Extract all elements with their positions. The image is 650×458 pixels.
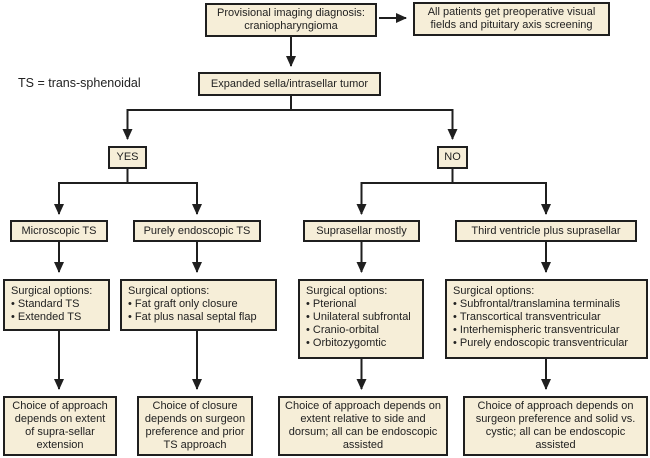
options-title: Surgical options: <box>453 285 535 297</box>
options-list: Standard TS Extended TS <box>11 298 102 324</box>
options-title: Surgical options: <box>11 285 93 297</box>
node-options-third-ventricle: Surgical options: Subfrontal/translamina… <box>445 279 648 359</box>
node-no: NO <box>437 146 468 169</box>
node-outcome-suprasellar-mostly: Choice of approach depends on extent rel… <box>278 396 448 456</box>
node-category-third-ventricle: Third ventricle plus suprasellar <box>455 220 637 242</box>
option-item: Orbitozygomtic <box>306 337 416 350</box>
option-item: Standard TS <box>11 298 102 311</box>
option-item: Fat graft only closure <box>128 298 269 311</box>
option-item: Pterional <box>306 298 416 311</box>
node-category-purely-endoscopic-ts: Purely endoscopic TS <box>133 220 261 242</box>
options-list: Pterional Unilateral subfrontal Cranio-o… <box>306 298 416 350</box>
connector-arrow-lines <box>54 13 551 390</box>
node-outcome-purely-endoscopic-ts: Choice of closure depends on surgeon pre… <box>137 396 253 456</box>
node-category-suprasellar-mostly: Suprasellar mostly <box>303 220 420 242</box>
node-outcome-microscopic-ts: Choice of approach depends on extent of … <box>3 396 117 456</box>
node-category-microscopic-ts: Microscopic TS <box>10 220 108 242</box>
options-title: Surgical options: <box>306 285 388 297</box>
option-item: Transcortical transventricular <box>453 311 640 324</box>
option-item: Cranio-orbital <box>306 324 416 337</box>
options-list: Subfrontal/translamina terminalis Transc… <box>453 298 640 350</box>
node-preoperative-screening: All patients get preoperative visual fie… <box>413 2 610 36</box>
connector-plain-lines <box>58 96 547 184</box>
node-expanded-sella: Expanded sella/intrasellar tumor <box>198 72 381 96</box>
node-options-suprasellar-mostly: Surgical options: Pterional Unilateral s… <box>298 279 424 359</box>
option-item: Subfrontal/translamina terminalis <box>453 298 640 311</box>
node-options-microscopic-ts: Surgical options: Standard TS Extended T… <box>3 279 110 331</box>
option-item: Extended TS <box>11 311 102 324</box>
node-yes: YES <box>108 146 147 169</box>
node-provisional-diagnosis: Provisional imaging diagnosis: craniopha… <box>205 3 377 37</box>
option-item: Interhemispheric transventricular <box>453 324 640 337</box>
legend-ts-abbreviation: TS = trans-sphenoidal <box>18 76 141 90</box>
option-item: Purely endoscopic transventricular <box>453 337 640 350</box>
options-title: Surgical options: <box>128 285 210 297</box>
option-item: Fat plus nasal septal flap <box>128 311 269 324</box>
option-item: Unilateral subfrontal <box>306 311 416 324</box>
options-list: Fat graft only closure Fat plus nasal se… <box>128 298 269 324</box>
node-options-purely-endoscopic-ts: Surgical options: Fat graft only closure… <box>120 279 277 331</box>
node-outcome-third-ventricle: Choice of approach depends on surgeon pr… <box>463 396 648 456</box>
